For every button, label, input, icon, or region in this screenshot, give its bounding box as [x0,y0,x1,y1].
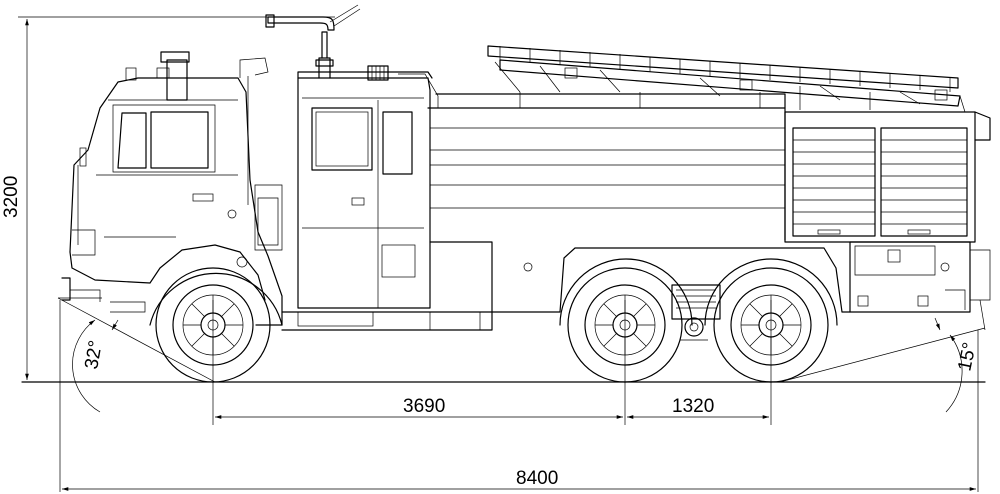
rear-wheel [704,258,838,383]
approach-angle: 32° [57,297,216,413]
middle-wheel [559,258,693,383]
front-bumper [61,277,101,302]
wheelbase-front-label: 3690 [403,396,445,417]
tank-body [427,92,950,313]
chassis [281,284,721,341]
wheelbase-rear-label: 1320 [672,396,714,417]
front-wheel [149,267,283,383]
height-dimension: 3200 [1,16,335,380]
crew-cabin [297,65,439,309]
wheelbase-dimensions: 3690 1320 [212,300,772,425]
cab [69,51,283,326]
height-label: 3200 [1,176,22,218]
approach-angle-label: 32° [81,339,107,371]
water-monitor [265,4,361,79]
overall-length-dimension: 8400 [59,300,979,492]
rear-compartment [784,111,991,331]
ladder [487,45,966,113]
overall-length-label: 8400 [516,468,558,489]
departure-angle-label: 15° [954,341,981,373]
